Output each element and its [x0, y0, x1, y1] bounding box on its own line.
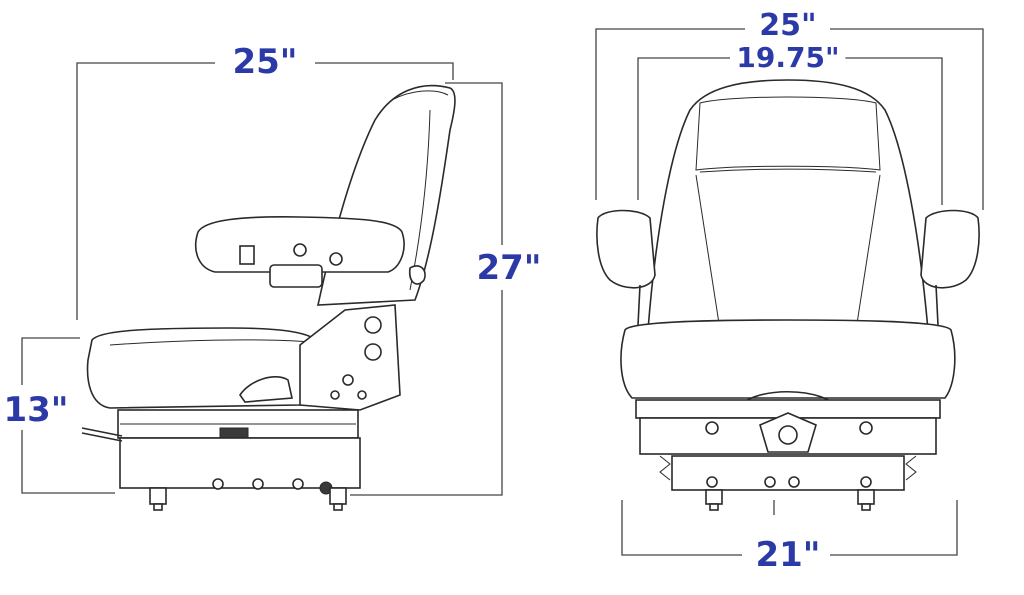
side-overall-height-label: 27": [470, 251, 548, 285]
front-view-seat: [595, 28, 984, 556]
side-view-seat: [21, 62, 503, 511]
side-overall-width-label: 25": [226, 45, 304, 79]
front-base-width-label: 21": [749, 538, 827, 572]
side-seat-height-label: 13": [0, 393, 75, 427]
front-overall-width-label: 25": [753, 11, 823, 41]
front-backrest-width-label: 19.75": [730, 44, 846, 72]
front-dimension-lines: [595, 28, 984, 556]
side-dimension-lines: [21, 62, 503, 496]
